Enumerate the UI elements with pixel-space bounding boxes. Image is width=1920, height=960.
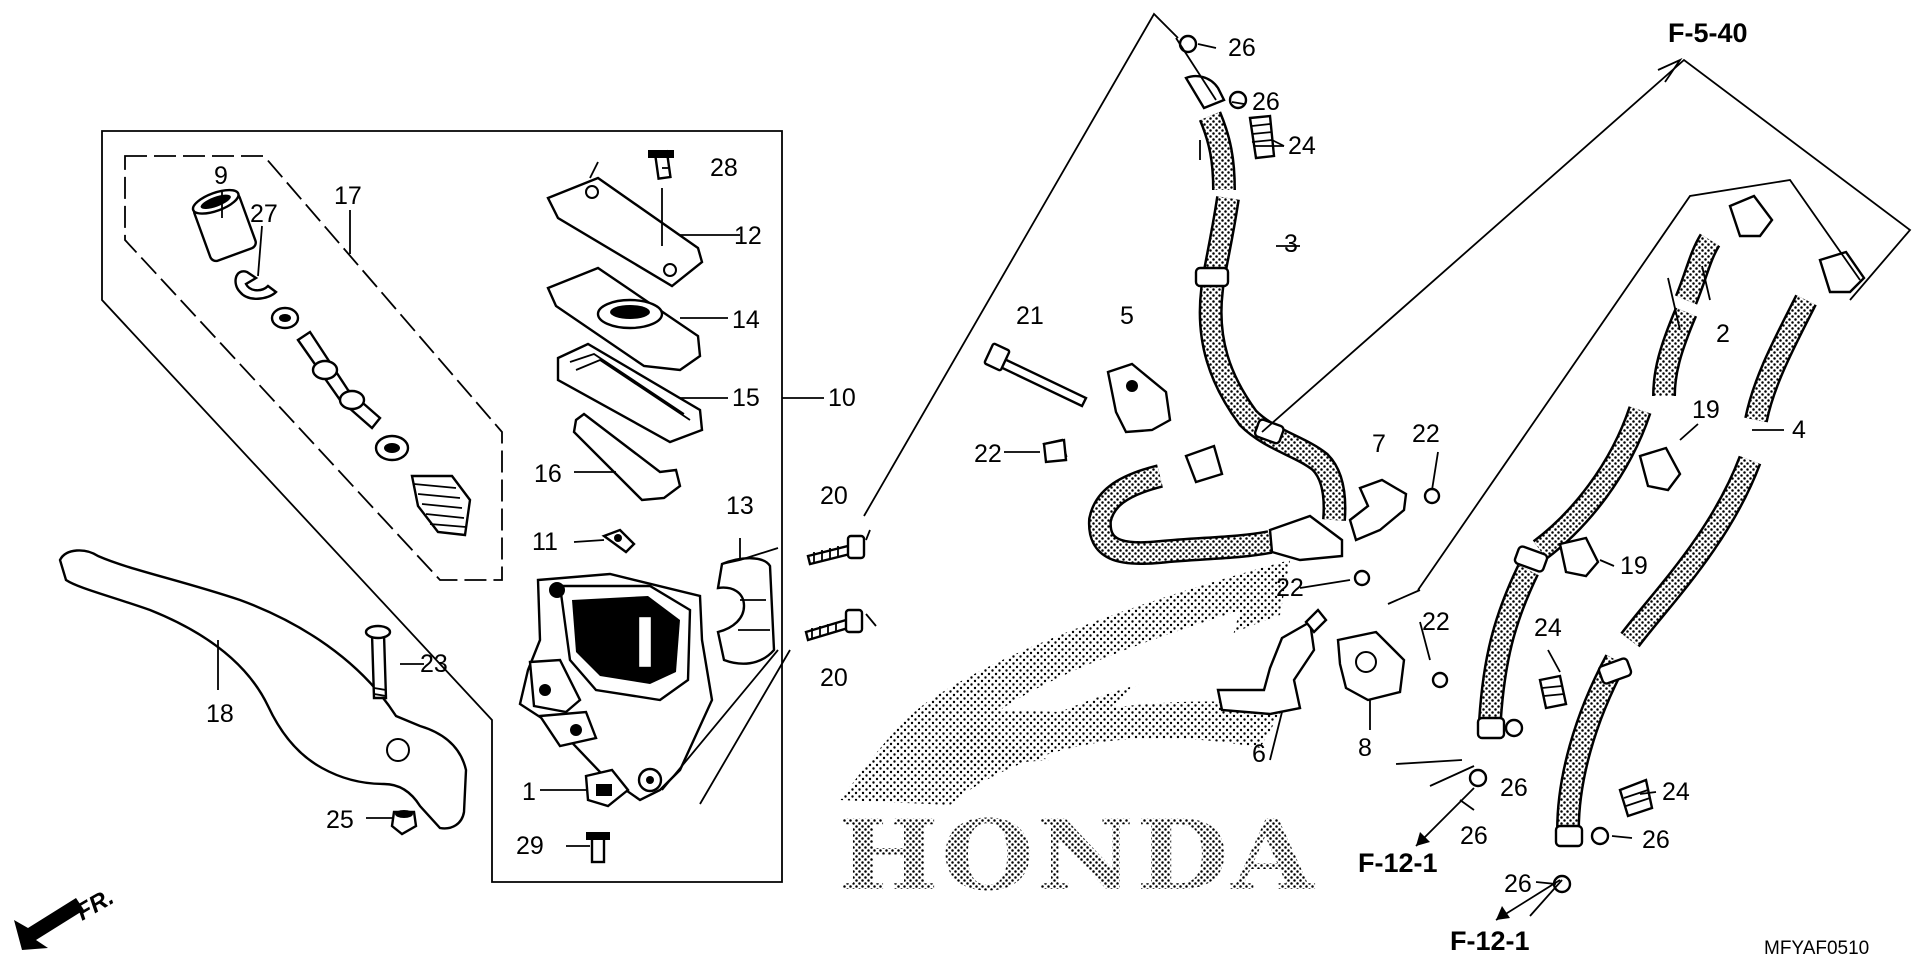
part-callout: 20 (820, 664, 848, 692)
part-callout: 22 (1276, 574, 1304, 602)
right-hose-clamps (1468, 446, 1682, 894)
part-callout: 5 (1120, 302, 1134, 330)
piston-kit-parts (191, 188, 472, 537)
callout-leader-stubs (1004, 43, 1784, 885)
handlebar-clamp (716, 557, 776, 665)
part-callout: 26 (1642, 826, 1670, 854)
part-callout: 22 (1412, 420, 1440, 448)
diagram-code: MFYAF0510 (1764, 938, 1869, 959)
part-callout: 12 (734, 222, 762, 250)
part-callout: 26 (1460, 822, 1488, 850)
part-callout: 8 (1358, 734, 1372, 762)
part-callout: 11 (532, 528, 558, 556)
part-callout: 26 (1228, 34, 1256, 62)
brake-lever (58, 549, 468, 836)
part-callout: 2 (1716, 320, 1730, 348)
upper-brake-hose (1184, 74, 1347, 521)
reference-arrow-left (1415, 787, 1475, 847)
part-callout: 10 (828, 384, 856, 412)
part-callout: 26 (1500, 774, 1528, 802)
part-callout: 18 (206, 700, 234, 728)
part-callout: 23 (420, 650, 448, 678)
right-group-leaders (1175, 37, 1912, 917)
right-brake-hose-right (1554, 250, 1866, 848)
part-callout: 24 (1288, 132, 1316, 160)
hose-bracket-and-bolt (983, 342, 1172, 462)
reference-arrowhead-right (1496, 906, 1510, 920)
master-cylinder-body (518, 572, 714, 802)
right-brake-hose-left (1476, 194, 1774, 740)
part-callout: 7 (1372, 430, 1386, 458)
part-callout: 28 (710, 154, 738, 182)
mounting-brackets (1216, 478, 1408, 716)
part-callout: 24 (1534, 614, 1562, 642)
reference-f-5-40: F-5-40 (1668, 18, 1748, 48)
part-callout: 19 (1692, 396, 1720, 424)
reference-arrowhead-left (1416, 832, 1430, 846)
part-callout: 21 (1016, 302, 1044, 330)
reference-f-12-1-right: F-12-1 (1450, 926, 1530, 956)
part-callout: 24 (1662, 778, 1690, 806)
honda-wing-watermark (840, 560, 1290, 805)
part-callout: 4 (1792, 416, 1806, 444)
part-callout: 22 (1422, 608, 1450, 636)
left-group-leaders (217, 12, 1179, 847)
part-callout: 16 (534, 460, 562, 488)
part-callout: 27 (250, 200, 278, 228)
master-cylinder-assembly-frame (101, 130, 783, 883)
part-callouts: 1 2 3 4 5 6 7 8 9 10 11 12 13 14 15 16 1… (206, 34, 1806, 898)
part-callout: 26 (1252, 88, 1280, 116)
part-callout: 20 (820, 482, 848, 510)
reference-f-12-1-left: F-12-1 (1358, 848, 1438, 878)
part-callout: 13 (726, 492, 754, 520)
part-callout: 14 (732, 306, 760, 334)
part-callout: 1 (522, 778, 536, 806)
reservoir-cap-parts (546, 149, 704, 502)
part-callout: 6 (1252, 740, 1266, 768)
front-direction-arrow (14, 898, 84, 950)
lower-brake-hose-link (1087, 444, 1344, 566)
clamp-bolts (804, 534, 866, 642)
part-callout: 22 (974, 440, 1002, 468)
honda-brand-watermark: HONDA (838, 799, 1316, 912)
front-indicator-label: FR. (72, 883, 119, 926)
part-callout: 19 (1620, 552, 1648, 580)
part-callout: 3 (1284, 230, 1298, 258)
part-callout: 29 (516, 832, 544, 860)
part-callout: 15 (732, 384, 760, 412)
center-fasteners (1042, 34, 1449, 689)
piston-set-frame (124, 155, 503, 581)
part-callout: 26 (1504, 870, 1532, 898)
small-fittings (584, 528, 636, 864)
part-callout: 17 (334, 182, 362, 210)
part-callout: 9 (214, 162, 228, 190)
part-callout: 25 (326, 806, 354, 834)
